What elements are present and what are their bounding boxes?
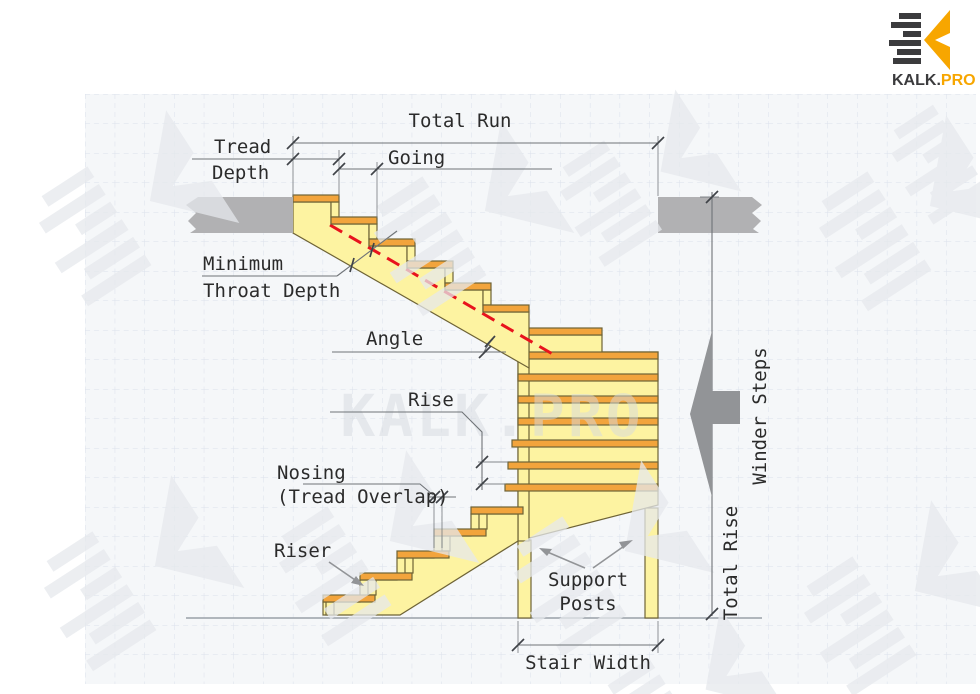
floor-slab-right: [658, 197, 762, 233]
tread: [292, 194, 340, 203]
support-posts-label-line2: Posts: [559, 593, 616, 615]
stair-width-label: Stair Width: [525, 652, 651, 674]
throat-depth-label-line1: Minimum: [203, 253, 283, 275]
diagram-labels: Total Run Tread Depth Going Minimum Thro…: [203, 110, 771, 674]
support-post-arrow-right: [592, 543, 628, 569]
kalkpro-logo: KALK.PRO: [889, 10, 976, 89]
support-posts-label-line1: Support: [548, 569, 628, 591]
watermark-text: KALK.PRO: [340, 382, 643, 450]
dimensions: [192, 136, 719, 653]
kalkpro-logo-icon: [889, 10, 950, 70]
tread: [470, 506, 524, 515]
tread: [368, 238, 416, 247]
rise-label: Rise: [408, 389, 454, 411]
angle-label: Angle: [366, 328, 423, 350]
throat-depth-label-line2: Throat Depth: [203, 280, 340, 302]
riser-board: [478, 513, 488, 530]
riser-board: [330, 201, 340, 218]
riser-arrow: [328, 561, 359, 583]
nosing-leader: [303, 483, 434, 496]
nosing-label-line1: Nosing: [277, 462, 346, 484]
tread: [482, 304, 530, 313]
kalkpro-logo-text: KALK.PRO: [892, 72, 976, 89]
riser-board: [368, 223, 378, 240]
riser-board: [482, 289, 492, 306]
tread: [359, 572, 413, 581]
support-post-arrow-left: [544, 550, 586, 569]
tread-depth-label-line1: Tread: [214, 136, 271, 158]
pointer-arrows: [328, 331, 740, 586]
tread-depth-label-line2: Depth: [212, 162, 269, 184]
riser-board: [404, 557, 414, 574]
total-rise-label: Total Rise: [720, 506, 742, 620]
nosing-label-line2: (Tread Overlap): [277, 486, 449, 508]
winder-steps-label: Winder Steps: [749, 347, 771, 484]
going-label: Going: [388, 147, 445, 169]
riser-label: Riser: [274, 540, 331, 562]
tread: [330, 216, 378, 225]
throat-depth-leader: [336, 230, 398, 277]
winder-steps-arrow: [690, 331, 740, 497]
total-run-label: Total Run: [409, 110, 512, 132]
winder-steps-structure: [504, 327, 659, 542]
